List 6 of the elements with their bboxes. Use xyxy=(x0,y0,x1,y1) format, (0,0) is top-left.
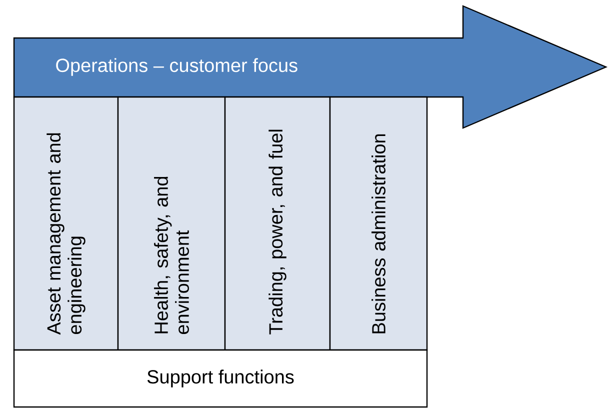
arrow-band: Operations – customer focus xyxy=(13,5,608,129)
function-column: Business administration xyxy=(329,96,428,351)
support-bar: Support functions xyxy=(13,349,428,408)
function-column: Health, safety, and environment xyxy=(117,96,226,351)
function-column: Trading, power, and fuel xyxy=(224,96,331,351)
function-column: Asset management and engineering xyxy=(13,96,119,351)
